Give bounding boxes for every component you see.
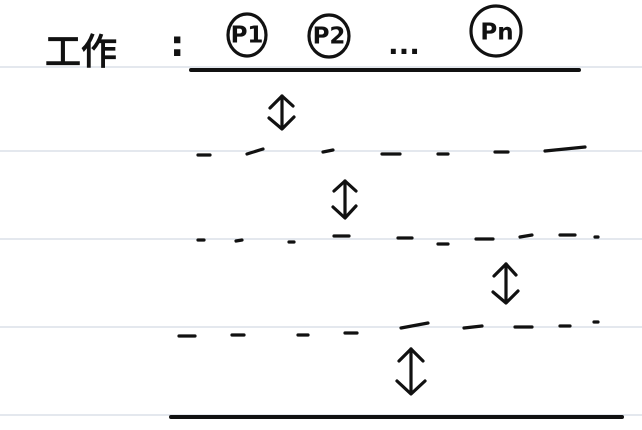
dash-segment [321,148,335,154]
dashed-row-1 [196,145,587,157]
dash-segment [399,321,430,330]
double-arrow-icon [491,262,520,305]
process-circle [469,4,523,58]
title-separator: : [170,24,184,65]
process-label: P2 [313,24,346,50]
dashed-row-2 [196,233,600,246]
work-title: 工作 [45,32,117,73]
process-p1: P1 [226,12,268,58]
process-circle [226,12,268,58]
double-arrow-icon [395,347,427,396]
dash-segment [462,324,484,330]
dash-segment [234,238,244,243]
process-p2: P2 [307,13,351,59]
double-arrow-icon [331,179,358,220]
dash-segment [543,145,587,153]
dash-segment [245,147,265,156]
dashed-row-3 [177,320,600,338]
double-arrow-icon [267,94,296,131]
process-pn: Pn [469,4,523,58]
dash-segment [518,233,534,239]
process-label: Pn [480,20,513,46]
process-label: P1 [231,23,264,49]
process-circle [307,13,351,59]
process-ellipsis: ... [388,28,420,61]
